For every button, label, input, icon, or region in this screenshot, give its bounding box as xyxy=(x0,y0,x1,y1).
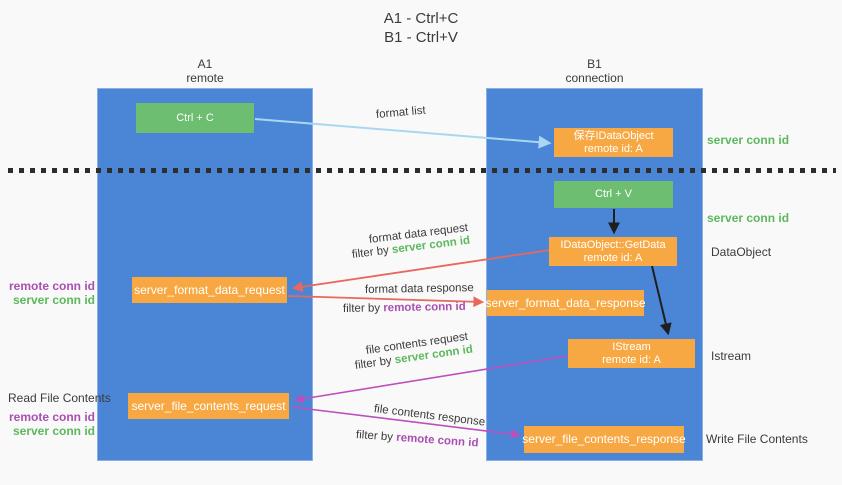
lane-b1-name: B1 xyxy=(587,57,602,71)
node-save-idataobject-line1: 保存IDataObject xyxy=(573,129,654,142)
title-line-a1: A1 - Ctrl+C xyxy=(383,10,459,27)
node-file-request-label: server_file_contents_request xyxy=(131,398,286,413)
filter-by-text-4: filter by xyxy=(355,429,394,444)
node-ctrl-v-label: Ctrl + V xyxy=(595,188,632,200)
node-istream-line2: remote id: A xyxy=(602,353,661,366)
arrow-format-data-response xyxy=(287,295,485,308)
node-server-format-data-request: server_format_data_request xyxy=(132,277,287,303)
node-save-idataobject-line2: remote id: A xyxy=(584,142,643,155)
label-read-file-contents: Read File Contents xyxy=(8,391,111,405)
label-remote-conn-id-2: remote conn id xyxy=(8,410,95,424)
arrow-format-list xyxy=(254,118,552,149)
lane-header-a1: A1 remote xyxy=(97,57,313,85)
label-dataobject: DataObject xyxy=(711,245,772,259)
node-server-format-data-response: server_format_data_response xyxy=(485,290,646,316)
diagram-title: A1 - Ctrl+C B1 - Ctrl+V xyxy=(0,9,842,47)
node-getdata-line1: IDataObject::GetData xyxy=(560,238,666,251)
node-istream-line1: IStream xyxy=(612,340,651,353)
node-idataobject-getdata: IDataObject::GetData remote id: A xyxy=(549,237,677,266)
node-format-request-label: server_format_data_request xyxy=(134,282,285,297)
label-server-conn-id-1: server conn id xyxy=(12,293,95,307)
lane-header-b1: B1 connection xyxy=(486,57,703,85)
filter-by-text-2: filter by xyxy=(342,302,381,315)
node-file-response-label: server_file_contents_response xyxy=(522,432,686,446)
flow-label-filter-remote-1: filter by remote conn id xyxy=(343,301,466,315)
node-istream: IStream remote id: A xyxy=(568,339,695,368)
arrow-file-contents-response xyxy=(291,406,521,439)
node-ctrl-c: Ctrl + C xyxy=(136,103,254,133)
label-server-conn-id-2: server conn id xyxy=(12,424,95,438)
node-save-idataobject: 保存IDataObject remote id: A xyxy=(554,128,673,157)
filter-remote-conn-id-1: remote conn id xyxy=(383,300,466,315)
session-separator-line xyxy=(8,168,836,173)
node-server-file-contents-request: server_file_contents_request xyxy=(128,393,289,419)
arrow-file-contents-request xyxy=(294,355,568,404)
title-line-b1: B1 - Ctrl+V xyxy=(384,29,458,46)
node-server-file-contents-response: server_file_contents_response xyxy=(522,426,686,453)
lane-a1-role: remote xyxy=(186,71,224,85)
lane-a1-name: A1 xyxy=(197,57,213,71)
lane-b1-role: connection xyxy=(565,71,624,85)
flow-label-format-data-response: format data response xyxy=(364,282,474,296)
label-server-conn-id-top: server conn id xyxy=(707,133,790,147)
label-server-conn-id-mid: server conn id xyxy=(707,211,790,225)
label-remote-conn-id-1: remote conn id xyxy=(8,279,95,293)
node-format-response-label: server_format_data_response xyxy=(485,295,646,310)
node-ctrl-v: Ctrl + V xyxy=(554,181,673,208)
arrow-format-data-request xyxy=(291,249,551,293)
node-getdata-line2: remote id: A xyxy=(583,251,643,264)
label-istream: Istream xyxy=(711,349,752,363)
arrow-getdata-to-istream xyxy=(651,265,672,336)
node-ctrl-c-label: Ctrl + C xyxy=(176,111,214,124)
label-write-file-contents: Write File Contents xyxy=(706,432,808,446)
